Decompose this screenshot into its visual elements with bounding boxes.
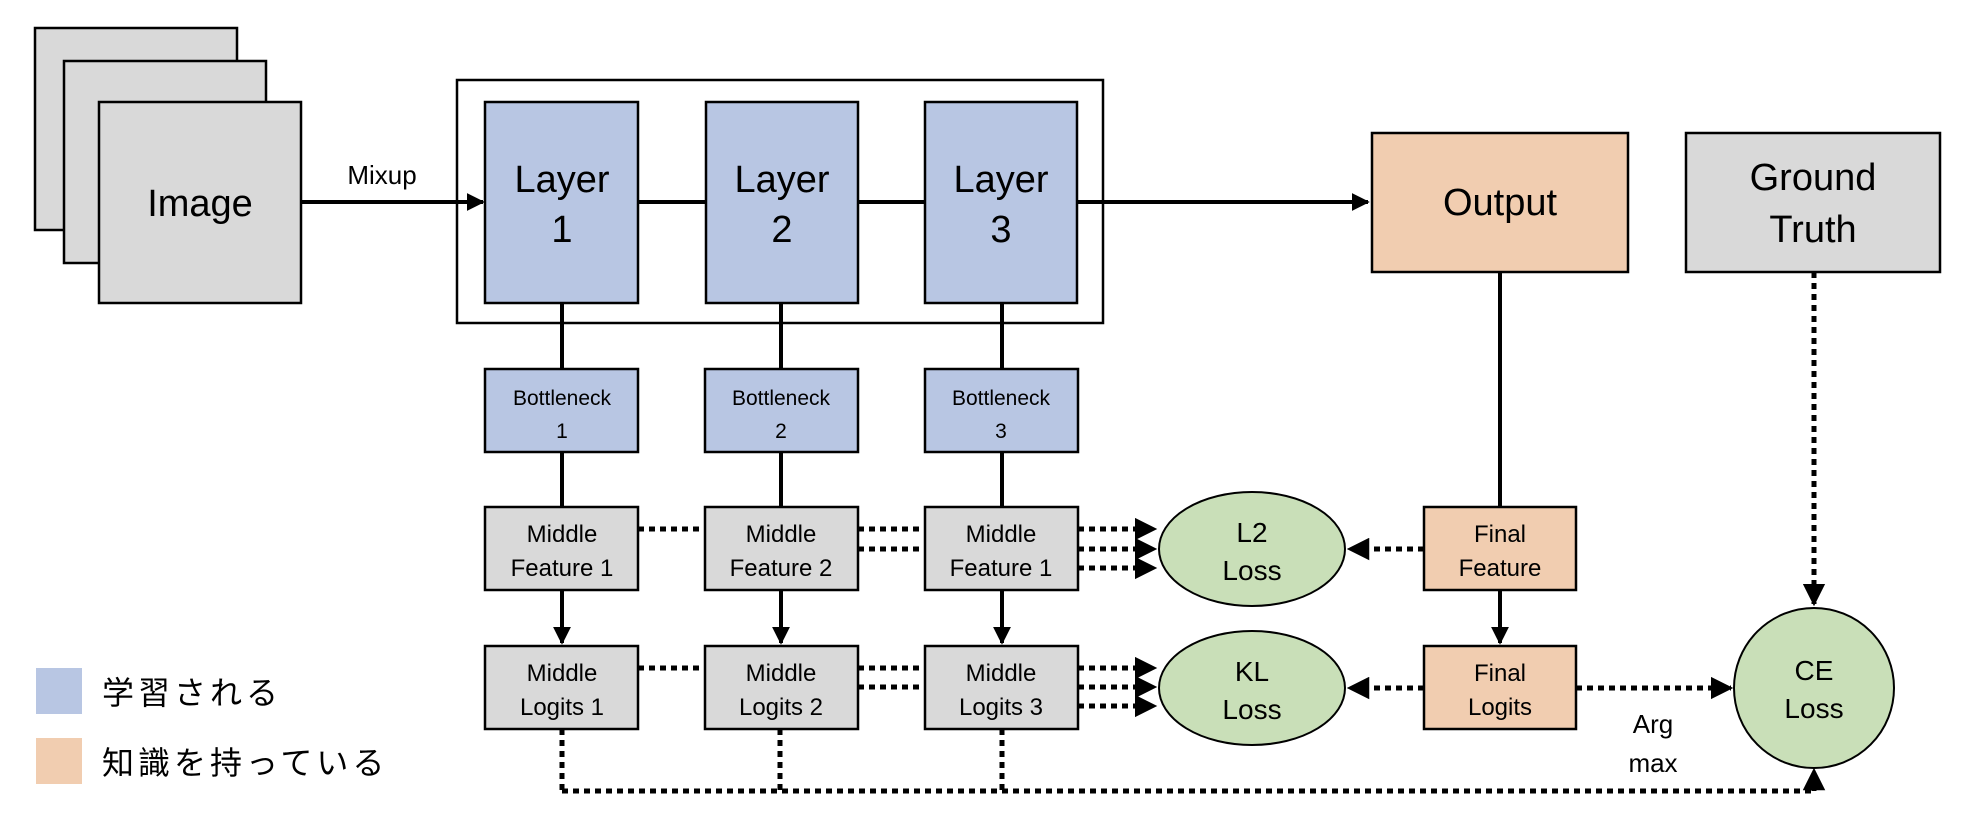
svg-text:Layer: Layer [514, 159, 609, 201]
svg-text:Feature 2: Feature 2 [730, 555, 833, 582]
svg-text:Middle: Middle [746, 660, 817, 687]
svg-text:Ground: Ground [1750, 157, 1877, 199]
legend-item-learned: 学習される [36, 668, 282, 714]
middle-logits-1: Middle Logits 1 [483, 644, 640, 731]
layer-2: Layer 2 [704, 100, 860, 305]
bottleneck-3: Bottleneck 3 [923, 367, 1080, 454]
svg-text:L2: L2 [1236, 517, 1267, 548]
mixup-label: Mixup [347, 160, 416, 190]
svg-text:Middle: Middle [746, 521, 817, 548]
column-connectors [553, 303, 1011, 645]
svg-text:Final: Final [1474, 521, 1526, 548]
legend-label-learned: 学習される [102, 674, 283, 712]
svg-text:Bottleneck: Bottleneck [732, 387, 831, 410]
svg-text:Loss: Loss [1784, 693, 1843, 724]
svg-text:2: 2 [771, 209, 792, 251]
legend-swatch-learned [36, 668, 82, 714]
image-stack: Image [33, 26, 303, 305]
middle-feature-2: Middle Feature 2 [703, 505, 860, 592]
image-card-front [97, 100, 303, 305]
legend-item-knowledge: 知識を持っている [36, 738, 388, 784]
final-logits-box: Final Logits [1422, 644, 1578, 731]
layer-1: Layer 1 [483, 100, 640, 305]
svg-text:2: 2 [775, 420, 787, 443]
svg-text:Bottleneck: Bottleneck [952, 387, 1051, 410]
svg-text:Loss: Loss [1222, 694, 1281, 725]
middle-feature-3: Middle Feature 1 [923, 505, 1080, 592]
svg-text:Logits 1: Logits 1 [520, 694, 604, 721]
svg-text:Logits 3: Logits 3 [959, 694, 1043, 721]
svg-text:Final: Final [1474, 660, 1526, 687]
output-box: Output [1370, 131, 1630, 274]
ce-loss: CE Loss [1733, 607, 1895, 769]
svg-text:Feature 1: Feature 1 [950, 555, 1053, 582]
svg-text:Output: Output [1443, 182, 1558, 224]
svg-text:Middle: Middle [527, 521, 598, 548]
svg-text:Logits: Logits [1468, 694, 1532, 721]
svg-text:Middle: Middle [966, 660, 1037, 687]
bottleneck-2: Bottleneck 2 [703, 367, 860, 454]
legend-swatch-knowledge [36, 738, 82, 784]
svg-text:Loss: Loss [1222, 555, 1281, 586]
svg-text:3: 3 [995, 420, 1007, 443]
argmax-label-line1: Arg [1633, 709, 1673, 739]
argmax-label-line2: max [1628, 748, 1677, 778]
svg-text:Feature 1: Feature 1 [511, 555, 614, 582]
svg-text:Feature: Feature [1459, 555, 1542, 582]
l2-loss: L2 Loss [1158, 491, 1346, 607]
svg-text:Layer: Layer [953, 159, 1048, 201]
svg-text:Middle: Middle [527, 660, 598, 687]
bottleneck-1: Bottleneck 1 [483, 367, 640, 454]
svg-text:Middle: Middle [966, 521, 1037, 548]
middle-feature-1: Middle Feature 1 [483, 505, 640, 592]
svg-text:1: 1 [556, 420, 568, 443]
middle-feature-dotted-links [638, 517, 1158, 718]
layer-3: Layer 3 [923, 100, 1079, 305]
svg-text:KL: KL [1235, 656, 1269, 687]
svg-text:Bottleneck: Bottleneck [513, 387, 612, 410]
middle-logits-to-ce-dotted-route [559, 729, 1826, 794]
svg-text:Logits 2: Logits 2 [739, 694, 823, 721]
legend-label-knowledge: 知識を持っている [102, 744, 389, 782]
middle-logits-3: Middle Logits 3 [923, 644, 1080, 731]
svg-text:3: 3 [990, 209, 1011, 251]
middle-logits-2: Middle Logits 2 [703, 644, 860, 731]
svg-text:CE: CE [1795, 655, 1834, 686]
image-label: Image [147, 183, 253, 225]
svg-text:Truth: Truth [1769, 209, 1856, 251]
ground-truth-box: Ground Truth [1684, 131, 1942, 274]
final-feature-box: Final Feature [1422, 505, 1578, 592]
kl-loss: KL Loss [1158, 630, 1346, 746]
svg-text:Layer: Layer [734, 159, 829, 201]
svg-text:1: 1 [551, 209, 572, 251]
